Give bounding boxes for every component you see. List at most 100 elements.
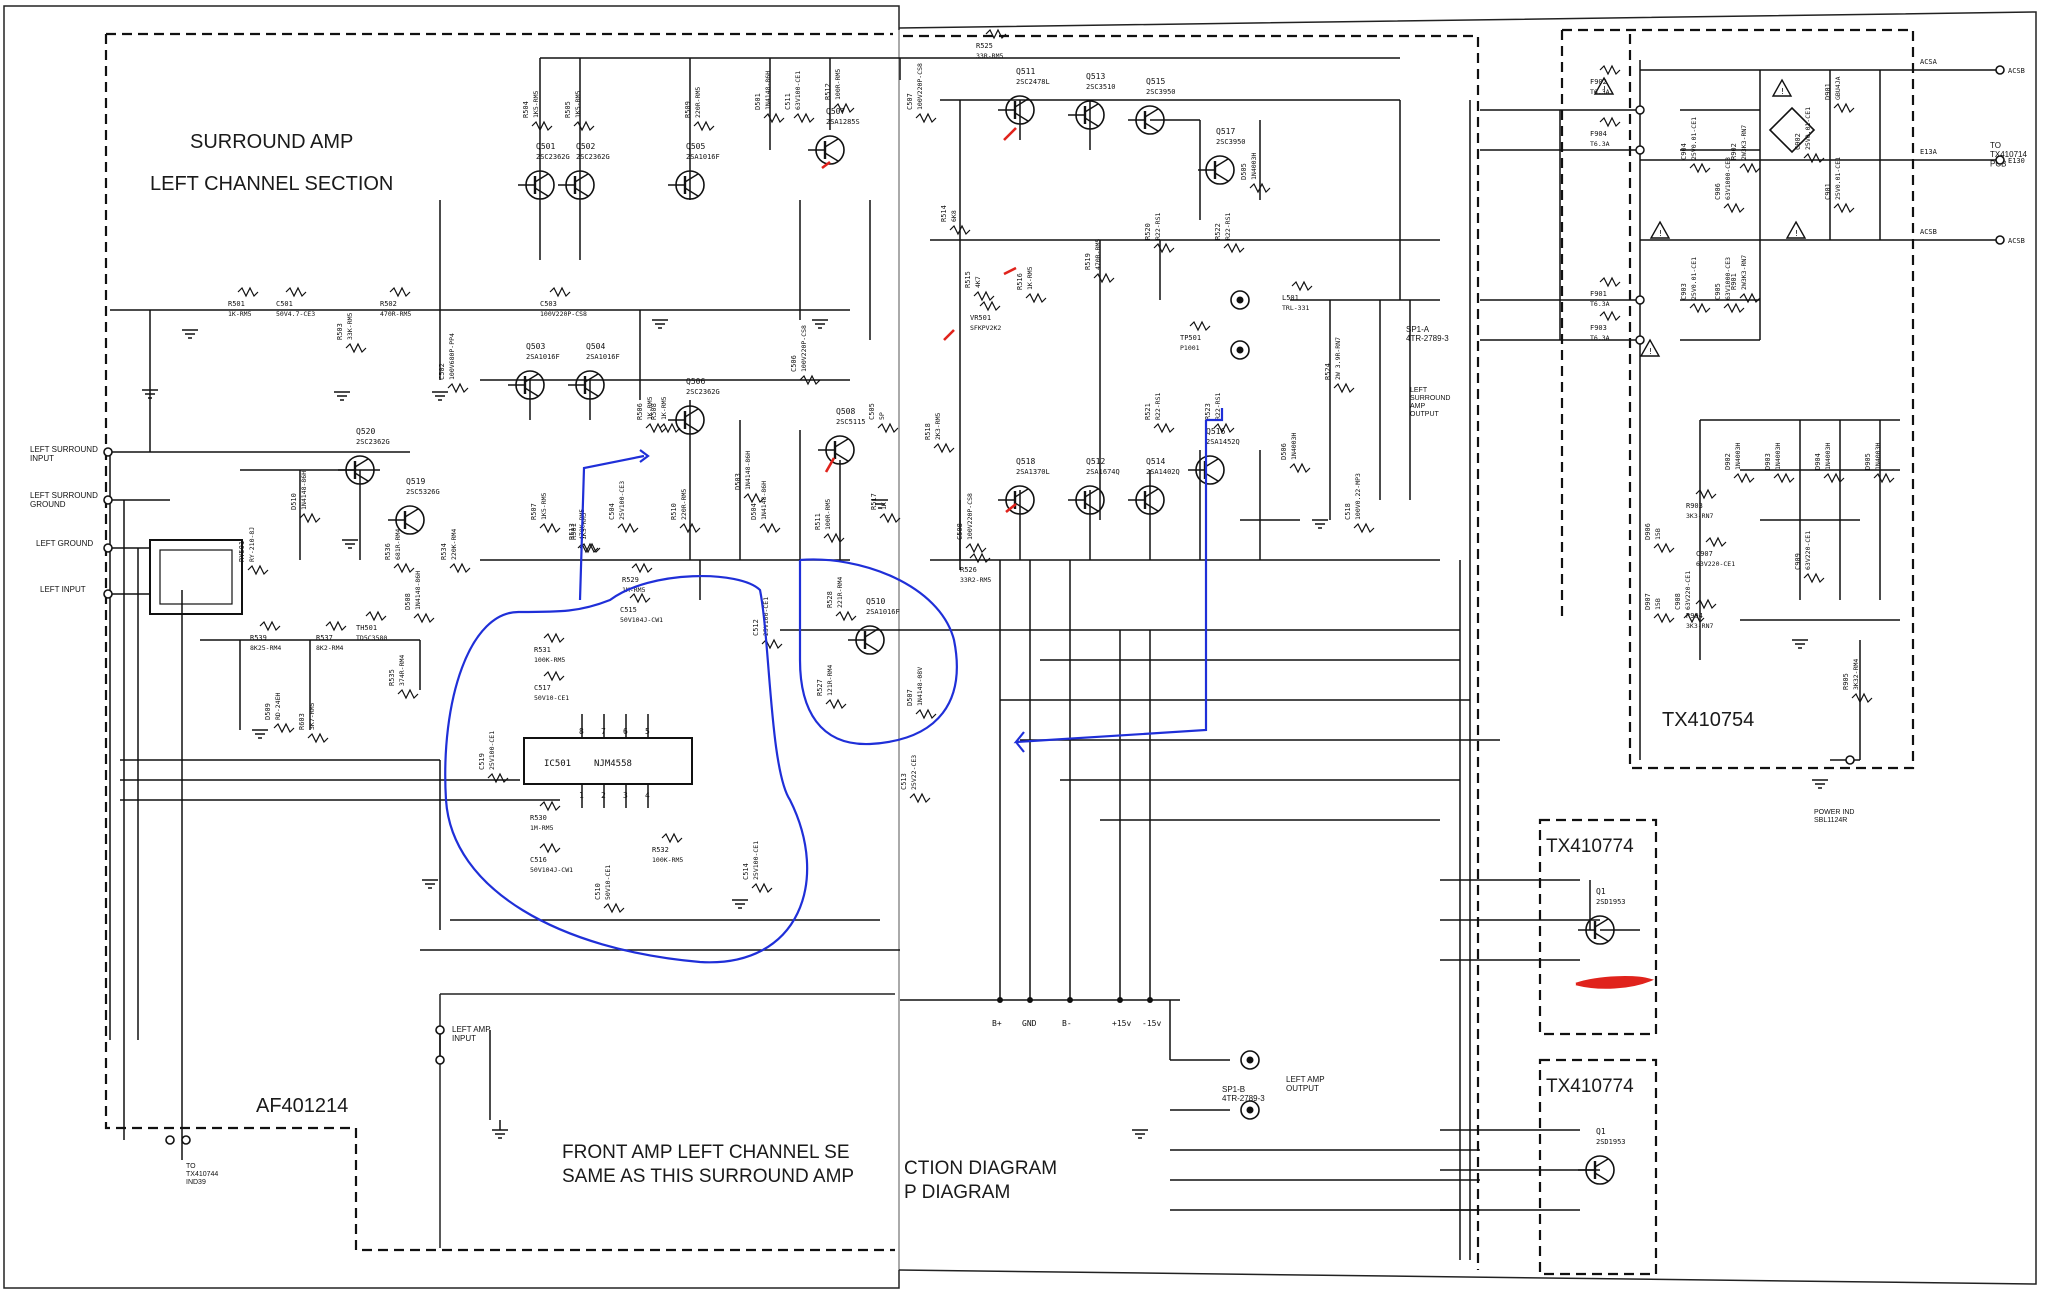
component-ref: C909 <box>1794 553 1802 570</box>
component-value: 1N4003H <box>1824 443 1832 470</box>
component-ref: C519 <box>478 753 486 770</box>
component-value: 63V220-CE1 <box>1684 571 1692 610</box>
component-value: 1K <box>880 502 888 510</box>
component-ref: C510 <box>594 883 602 900</box>
component-ref: R902 <box>1730 143 1738 160</box>
transistor-ref: Q519 <box>406 477 425 486</box>
component-ref: R527 <box>816 679 824 696</box>
component-ref: R526 <box>960 566 977 574</box>
component-value: 221R-RM4 <box>836 577 844 608</box>
pen-annotations-blue <box>444 408 1224 964</box>
component-value: T6.3A <box>1590 300 1610 308</box>
component-value: 1K5-RM5 <box>574 91 582 118</box>
component-ref: R531 <box>534 646 551 654</box>
component-ref: D505 <box>1240 163 1248 180</box>
component-ref: R509 <box>684 101 692 118</box>
component-ref: C908 <box>1674 593 1682 610</box>
transistor-ref: Q505 <box>686 142 705 151</box>
component-value: 25V100-CE1 <box>488 731 496 770</box>
component-value: 100K-RM5 <box>534 656 565 664</box>
component-ref: R501 <box>570 523 578 540</box>
component-value: T6.3A <box>1590 88 1610 96</box>
transistor-part: 2SA1452Q <box>1206 438 1240 446</box>
component-ref: R525 <box>976 42 993 50</box>
component-ref: R520 <box>1144 223 1152 240</box>
transistor-ref: Q511 <box>1016 67 1035 76</box>
component-ref: D905 <box>1864 453 1872 470</box>
component-ref: D506 <box>1280 443 1288 460</box>
component-value: 220R-RM5 <box>694 87 702 118</box>
transistor-ref: Q506 <box>686 377 705 386</box>
power-terminal-in: E13A <box>1920 148 1938 156</box>
component-ref: C511 <box>784 93 792 110</box>
svg-text:!: ! <box>1602 85 1607 94</box>
component-value: 1N4148-86H <box>760 481 768 520</box>
transistor-part: 2SA1016F <box>526 353 560 361</box>
transistor-ref: Q1 <box>1596 1127 1606 1136</box>
ic-pin-bottom: 3 <box>623 791 628 800</box>
component-value: 1N4148-86H <box>414 571 422 610</box>
component-value: 50V10-CE1 <box>604 865 612 900</box>
svg-text:!: ! <box>1648 347 1653 356</box>
transistor-ref: Q507 <box>826 107 845 116</box>
component-value: 2W3K3-RN7 <box>1740 125 1748 160</box>
component-ref: F902 <box>1590 78 1607 86</box>
component-ref: C516 <box>530 856 547 864</box>
component-ref: R515 <box>964 271 972 288</box>
component-value: GBU4JA <box>1834 76 1842 100</box>
transistor-part: 2SC2362G <box>576 153 610 161</box>
transistor-ref: Q516 <box>1206 427 1225 436</box>
relay-ry501 <box>149 539 243 615</box>
component-value: RD-24EH <box>274 693 282 720</box>
component-value: 1N4003H <box>1734 443 1742 470</box>
component-ref: C905 <box>1714 283 1722 300</box>
component-c516: C516 50V104J-CW1 <box>530 842 573 874</box>
component-value: 681R-RM4 <box>394 529 402 560</box>
component-ref: R507 <box>530 503 538 520</box>
component-value: SFKPV2K2 <box>970 324 1001 332</box>
component-ref: C906 <box>1714 183 1722 200</box>
component-ref: R905 <box>1842 673 1850 690</box>
component-value: TRL-331 <box>1282 304 1309 312</box>
front-amp-note-line4: P DIAGRAM <box>904 1182 1010 1203</box>
transistor-ref: Q503 <box>526 342 545 351</box>
component-value: 50V104J-CW1 <box>530 866 573 874</box>
component-value: TD5C3580 <box>356 634 387 642</box>
component-value: 121R-RM4 <box>826 665 834 696</box>
component-value: 25V100-CE1 <box>762 597 770 636</box>
component-ref: F901 <box>1590 290 1607 298</box>
transistor-ref: Q502 <box>576 142 595 151</box>
component-ref: C504 <box>608 503 616 520</box>
component-ref: R521 <box>1144 403 1152 420</box>
component-ref: D903 <box>1764 453 1772 470</box>
component-ref: D907 <box>1644 593 1652 610</box>
component-ref: R539 <box>250 634 267 642</box>
component-value: 50V104J-CW1 <box>620 616 663 624</box>
